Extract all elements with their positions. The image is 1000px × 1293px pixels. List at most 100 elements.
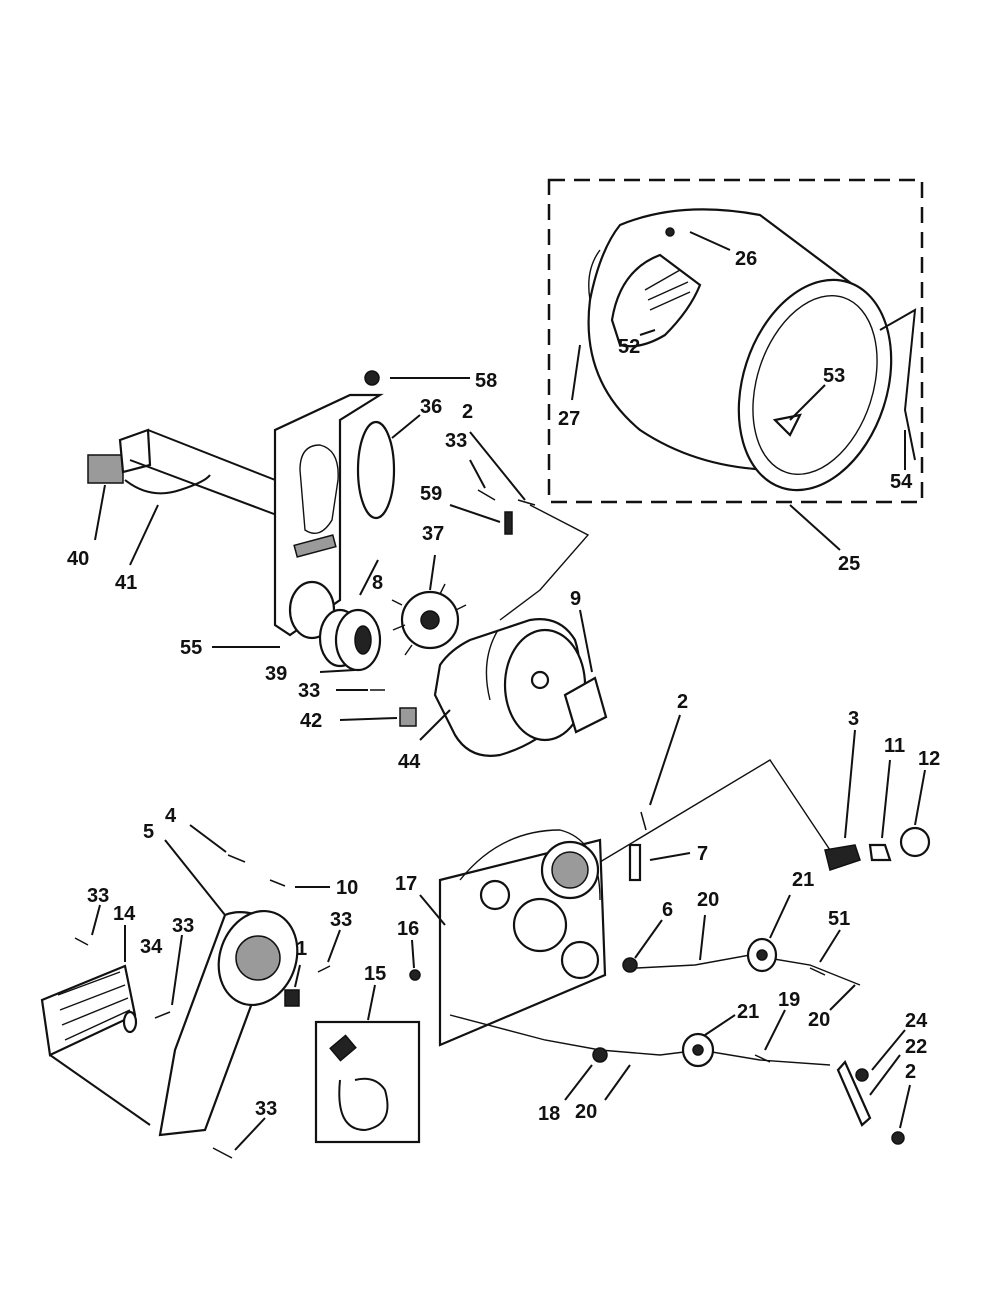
leader-33-left	[91, 904, 101, 936]
callout-34: 34	[140, 936, 163, 958]
leader-39	[319, 669, 356, 673]
leader-52	[639, 329, 656, 336]
callout-2-upper: 2	[462, 401, 473, 423]
leader-2-middle	[649, 714, 681, 806]
strip-7	[628, 843, 642, 882]
bulkhead-duct	[299, 444, 339, 534]
callout-58: 58	[475, 370, 497, 392]
callout-33-mid: 33	[172, 915, 194, 937]
leader-6	[634, 919, 663, 959]
leader-20-upper	[699, 914, 706, 961]
callout-36: 36	[420, 396, 442, 418]
screw-33-left	[74, 937, 89, 946]
callout-16: 16	[397, 918, 419, 940]
leader-17	[419, 894, 446, 926]
leader-1	[294, 964, 301, 988]
roller-21-lower-hub	[692, 1044, 704, 1056]
part-6	[622, 957, 638, 973]
drum-seal-54	[879, 308, 917, 461]
lint-screen-edge	[49, 1054, 151, 1126]
leader-21-lower	[704, 1014, 736, 1036]
callout-8: 8	[372, 572, 383, 594]
rear-wire	[599, 759, 831, 863]
screw-2-bottom	[891, 1131, 905, 1145]
callout-40: 40	[67, 548, 89, 570]
bulkhead-blower-group	[87, 370, 608, 757]
callout-3: 3	[848, 708, 859, 730]
motor-belt-path	[485, 629, 499, 701]
bracket-3	[824, 844, 861, 871]
callout-24: 24	[905, 1010, 928, 1032]
part-24	[855, 1068, 869, 1082]
screw-33-mid	[154, 1011, 171, 1019]
rear-bulkhead-group	[409, 714, 931, 1145]
callout-27: 27	[558, 408, 580, 430]
part-51	[809, 967, 826, 976]
part-58	[364, 370, 380, 386]
callout-54: 54	[890, 471, 913, 493]
leader-25	[789, 504, 841, 551]
leader-9	[579, 609, 593, 673]
callout-20-right: 20	[808, 1009, 830, 1031]
ground-wire	[499, 504, 590, 621]
rear-panel-vent-grille	[551, 851, 589, 889]
callout-18: 18	[538, 1103, 560, 1125]
leader-42	[339, 717, 398, 721]
leader-3	[844, 729, 856, 839]
leader-7	[649, 852, 691, 861]
drum-seam	[588, 249, 601, 301]
blower-hub	[354, 625, 372, 655]
harness-41	[124, 474, 211, 495]
harness-wire-2	[129, 459, 291, 521]
screw-10	[269, 879, 286, 887]
leader-40	[94, 484, 106, 541]
baffle-ribs	[644, 269, 691, 311]
callout-21-lower: 21	[737, 1001, 759, 1023]
thermostat-bracket	[118, 428, 152, 474]
lint-screen-mesh	[57, 971, 131, 1041]
part-19	[754, 1054, 771, 1063]
callout-52: 52	[618, 336, 640, 358]
knob-12	[899, 826, 931, 858]
leader-36	[391, 414, 421, 439]
drum-assembly-group	[547, 178, 924, 551]
roller-21-upper-hub	[756, 949, 768, 961]
leader-33-mid	[171, 934, 183, 1006]
callout-39: 39	[265, 663, 287, 685]
blower-fins	[391, 583, 467, 656]
leader-18	[564, 1064, 593, 1101]
callout-25: 25	[838, 553, 860, 575]
leader-2-bottom	[899, 1084, 911, 1129]
leader-15	[367, 984, 376, 1021]
callout-20-upper: 20	[697, 889, 719, 911]
callout-2-bottom: 2	[905, 1061, 916, 1083]
callout-12: 12	[918, 748, 940, 770]
callout-14: 14	[113, 903, 136, 925]
leader-37	[429, 554, 436, 591]
lint-screen-14	[40, 964, 137, 1057]
screw-33-right	[317, 965, 331, 973]
callout-17: 17	[395, 873, 417, 895]
callout-33-motor: 33	[298, 680, 320, 702]
callout-51: 51	[828, 908, 850, 930]
leader-27	[571, 344, 581, 401]
callout-10: 10	[336, 877, 358, 899]
callout-22: 22	[905, 1036, 927, 1058]
screw-33-bottom	[212, 1147, 233, 1159]
screw-34	[122, 1010, 138, 1034]
screw-2-middle	[640, 811, 647, 831]
leader-33-right	[327, 929, 341, 963]
callout-33-bottom: 33	[255, 1098, 277, 1120]
callout-19: 19	[778, 989, 800, 1011]
clip-42	[399, 707, 417, 727]
kit-box-15	[314, 1020, 421, 1144]
callout-2-middle: 2	[677, 691, 688, 713]
leader-21-upper	[769, 894, 791, 939]
callout-55: 55	[180, 637, 202, 659]
leader-20-right	[829, 984, 856, 1011]
screw-2-upper	[517, 499, 536, 506]
drum-group-dashed-box	[547, 178, 924, 504]
callout-53: 53	[823, 365, 845, 387]
callout-7: 7	[697, 843, 708, 865]
callout-labels: 1 2 2 2 3 4 5 6 7 8 9 10 11 12 14 15 16 …	[67, 248, 940, 1125]
